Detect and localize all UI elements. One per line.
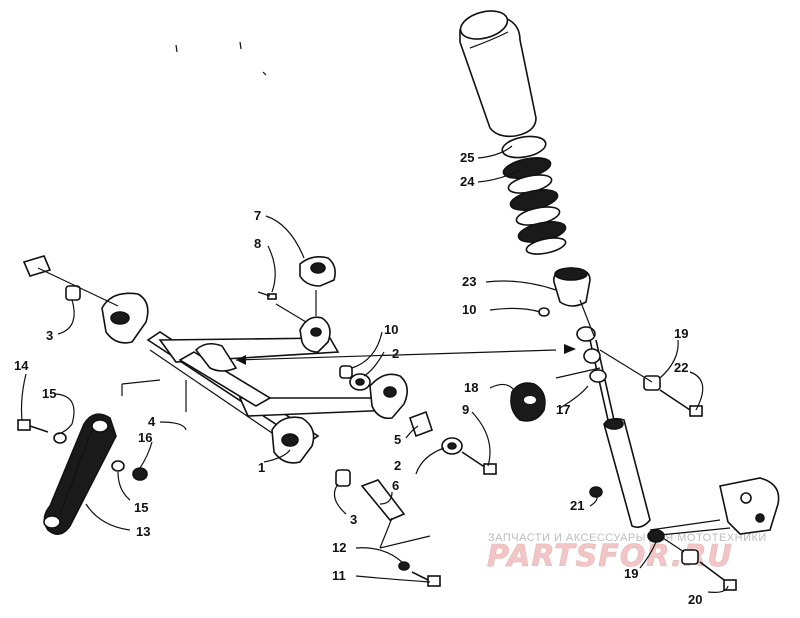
bolt-11 (411, 571, 441, 587)
rear-link-arm (43, 413, 117, 535)
bolt-20 (699, 561, 737, 591)
label-17: 17 (556, 402, 570, 417)
label-18: 18 (464, 380, 478, 395)
label-20: 20 (688, 592, 702, 607)
label-11: 11 (332, 568, 346, 583)
callout-curves (20, 145, 729, 593)
nut-12 (398, 561, 410, 571)
sleeve-5 (408, 410, 434, 438)
label-2-upper: 2 (392, 346, 399, 361)
label-4: 4 (148, 414, 156, 429)
label-19-upper: 19 (674, 326, 688, 341)
specks (175, 41, 267, 76)
label-3-left: 3 (46, 328, 53, 343)
bushing-3-lower (335, 469, 351, 487)
bushing-2 (339, 365, 463, 455)
label-13: 13 (136, 524, 150, 539)
label-25: 25 (460, 150, 474, 165)
label-15-upper: 15 (42, 386, 56, 401)
label-9: 9 (462, 402, 469, 417)
label-14: 14 (14, 358, 29, 373)
label-5: 5 (394, 432, 401, 447)
shock-absorber-body (459, 10, 537, 138)
label-6: 6 (392, 478, 399, 493)
label-21: 21 (570, 498, 584, 513)
label-15-lower: 15 (134, 500, 148, 515)
left-end-cap (22, 255, 81, 301)
lower-shock-tube (576, 326, 651, 528)
label-24: 24 (460, 174, 475, 189)
nut-21 (589, 486, 603, 498)
pin-6 (360, 479, 406, 521)
mounting-bracket (649, 477, 780, 537)
label-3-lower: 3 (350, 512, 357, 527)
label-2-lower: 2 (394, 458, 401, 473)
label-19-lower: 19 (624, 566, 638, 581)
watermark-tagline: ЗАПЧАСТИ И АКСЕССУАРЫ ДЛЯ МОТОТЕХНИКИ (488, 532, 767, 544)
bushing-19-lower (647, 529, 665, 543)
label-22: 22 (674, 360, 688, 375)
label-7: 7 (254, 208, 261, 223)
bump-stop (510, 382, 546, 422)
leader-lines (37, 267, 685, 553)
nut-16 (132, 467, 148, 481)
label-10-right: 10 (462, 302, 476, 317)
rear-bolt (17, 419, 49, 433)
label-1: 1 (258, 460, 265, 475)
coil-spring (501, 135, 567, 255)
clamp (299, 256, 336, 287)
label-10-left: 10 (384, 322, 398, 337)
clamp-bolt (257, 291, 277, 300)
label-8: 8 (254, 236, 261, 251)
label-16: 16 (138, 430, 152, 445)
spring-seat (553, 267, 591, 307)
swing-arm (101, 292, 408, 464)
part-labels: 1 2 2 3 3 4 5 6 7 8 9 10 10 11 12 13 14 … (14, 150, 702, 607)
bolt-9 (461, 451, 497, 475)
nut-10-upper (538, 307, 550, 317)
label-23: 23 (462, 274, 476, 289)
bolt-22 (659, 389, 703, 417)
label-12: 12 (332, 540, 346, 555)
